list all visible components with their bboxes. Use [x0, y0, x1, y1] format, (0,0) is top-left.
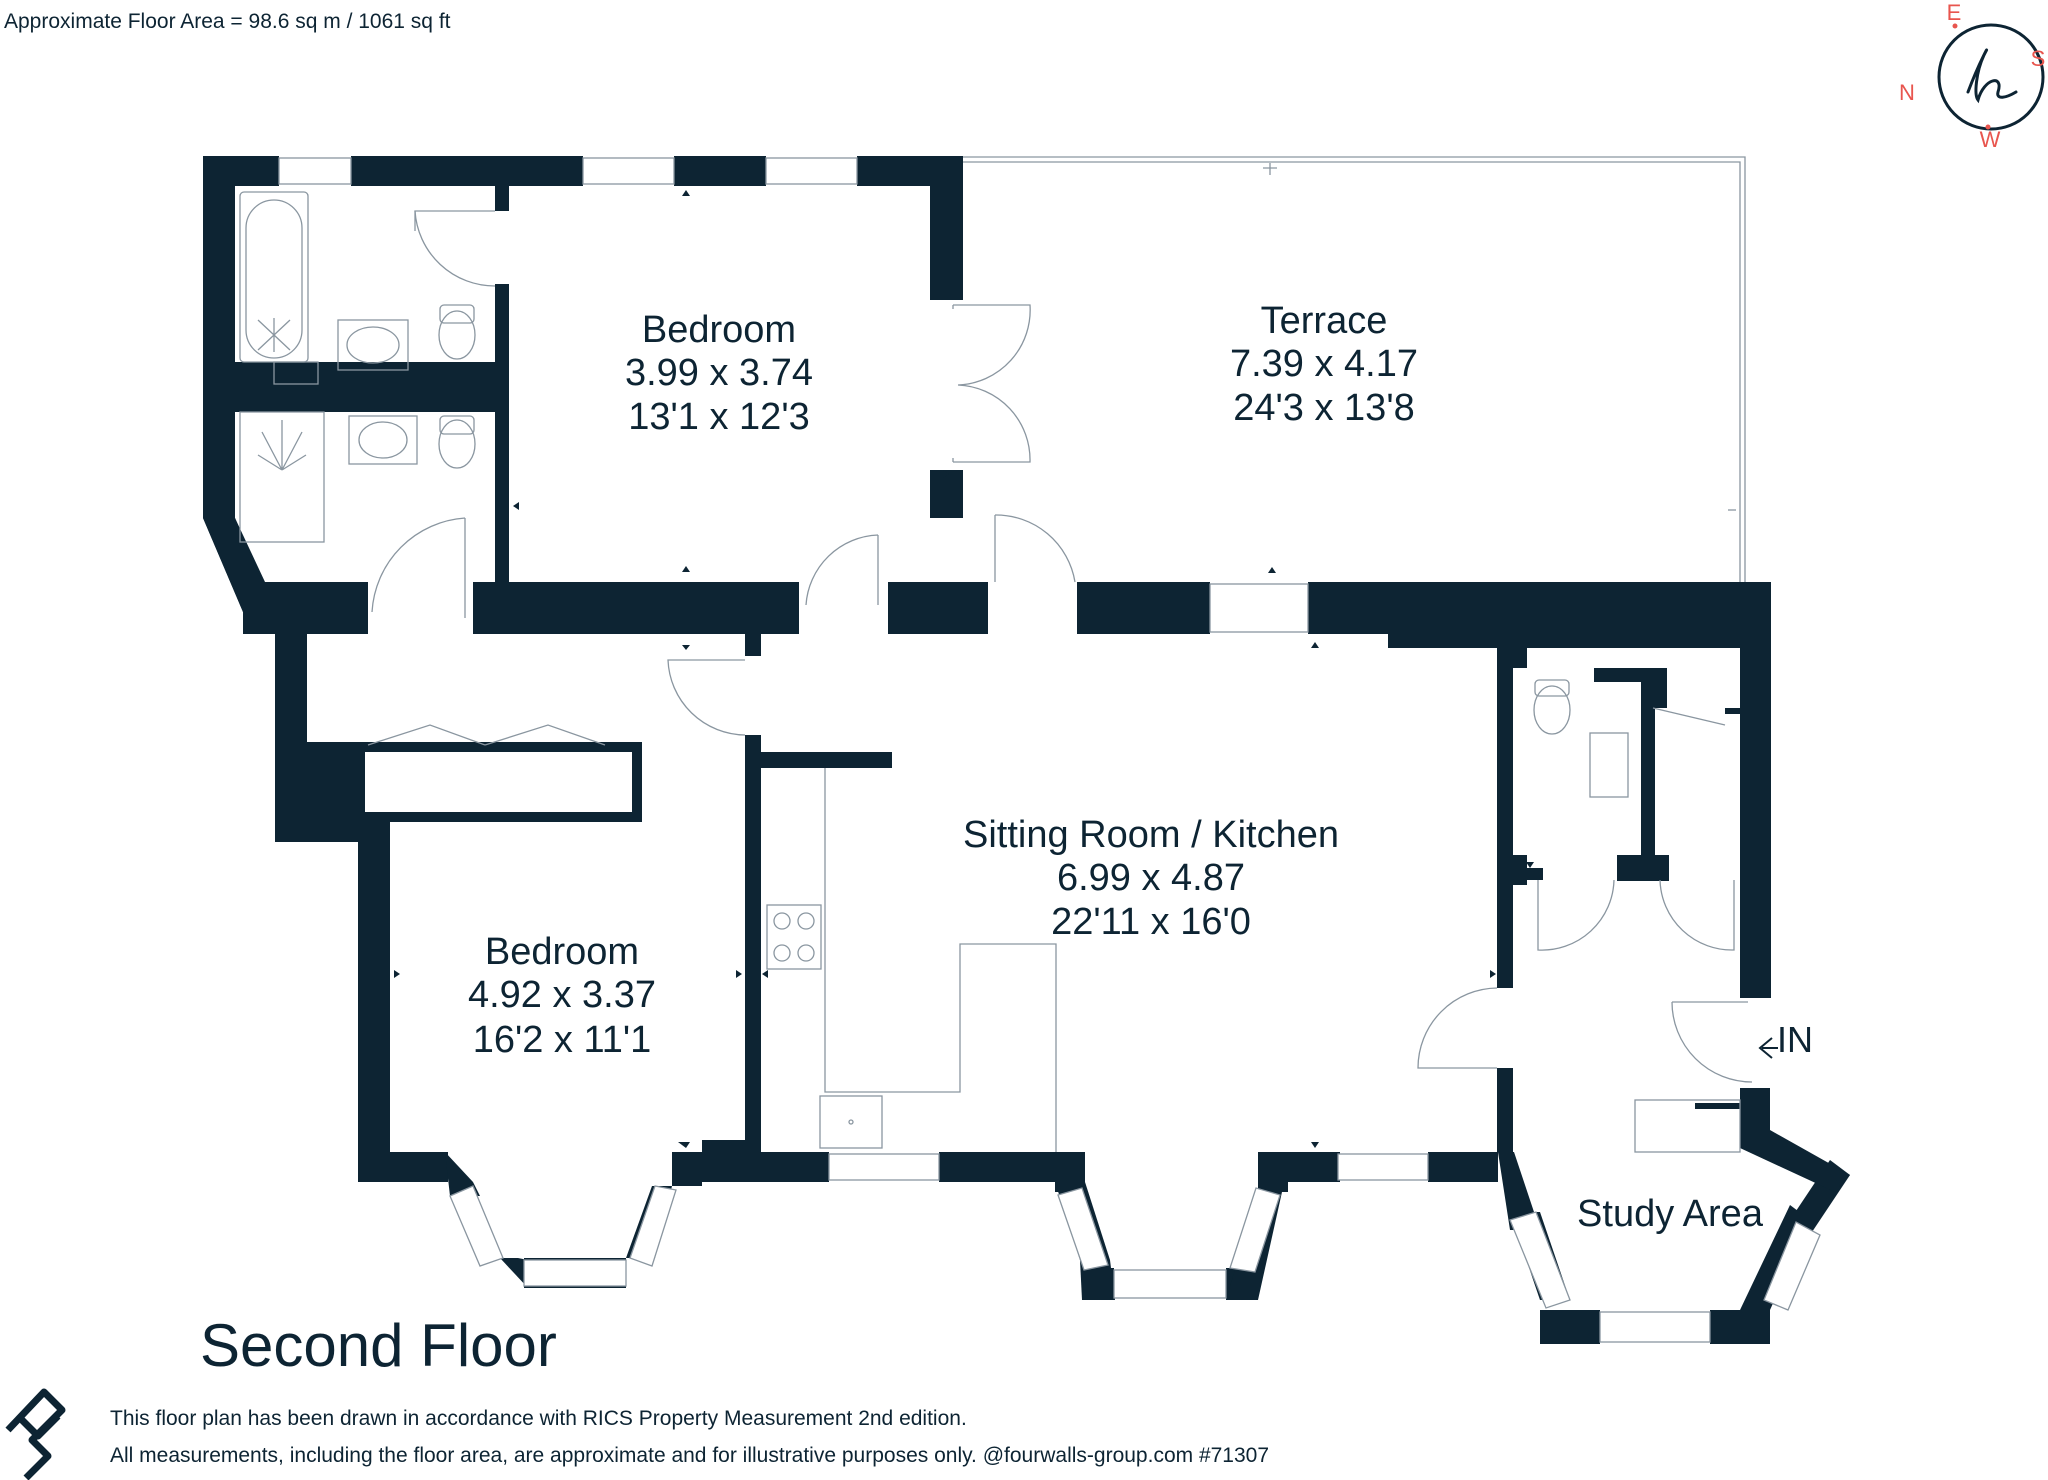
room-label-sitting-kitchen: Sitting Room / Kitchen 6.99 x 4.87 22'11…	[963, 814, 1339, 943]
shower-icon	[239, 411, 325, 543]
toilet-icon	[438, 419, 476, 469]
room-label-study: Study Area	[1577, 1193, 1764, 1235]
window	[1337, 1153, 1429, 1181]
windows	[278, 157, 1821, 1343]
room-metric: 3.99 x 3.74	[625, 352, 813, 394]
room-label-bedroom1: Bedroom 3.99 x 3.74 13'1 x 12'3	[625, 309, 813, 438]
window	[1057, 1187, 1109, 1271]
script-h-logo-icon	[1966, 48, 2018, 104]
compass: E S N W	[1899, 0, 2045, 152]
doors	[367, 210, 1753, 1083]
room-label-terrace: Terrace 7.39 x 4.17 24'3 x 13'8	[1230, 300, 1418, 429]
window	[1599, 1311, 1711, 1343]
window	[278, 157, 352, 185]
hob-icon	[766, 904, 822, 970]
footer-rics-note: This floor plan has been drawn in accord…	[110, 1407, 967, 1430]
room-name: Terrace	[1261, 300, 1388, 342]
window	[1209, 583, 1309, 633]
window	[523, 1259, 627, 1287]
door	[414, 210, 496, 287]
entrance-door	[1671, 1001, 1753, 1083]
window	[765, 157, 858, 185]
room-imperial: 22'11 x 16'0	[1051, 901, 1251, 943]
entrance-arrow-icon	[1758, 1037, 1778, 1059]
compass-east: E	[1947, 0, 1962, 25]
fixtures	[239, 191, 1778, 1153]
room-imperial: 13'1 x 12'3	[628, 396, 809, 438]
window	[1229, 1187, 1281, 1273]
window	[449, 1185, 504, 1267]
entrance-label: IN	[1777, 1019, 1813, 1060]
basin-icon	[348, 415, 418, 465]
window	[828, 1153, 940, 1181]
compass-north: N	[1899, 80, 1915, 105]
window	[1113, 1269, 1227, 1299]
basin-icon	[337, 319, 409, 371]
room-imperial: 16'2 x 11'1	[473, 1019, 652, 1061]
footer-disclaimer: All measurements, including the floor ar…	[110, 1444, 1269, 1467]
door	[667, 659, 746, 736]
door	[805, 534, 879, 606]
basin-icon	[1589, 732, 1629, 798]
wardrobe-doors	[367, 724, 606, 746]
window	[1763, 1221, 1821, 1311]
terrace-outline	[960, 156, 1746, 583]
door	[953, 304, 1031, 463]
compass-dot-icon	[1985, 124, 1991, 130]
sink-icon	[819, 1095, 883, 1149]
room-name: Bedroom	[642, 309, 796, 351]
room-metric: 7.39 x 4.17	[1230, 343, 1418, 385]
toilet-icon	[1533, 685, 1571, 735]
fourwalls-logo-icon	[5, 1388, 66, 1480]
measure-ticks	[394, 190, 1534, 1148]
room-name: Bedroom	[485, 931, 639, 973]
room-imperial: 24'3 x 13'8	[1233, 387, 1414, 429]
window	[582, 157, 675, 185]
window	[1509, 1211, 1571, 1309]
floor-area-text: Approximate Floor Area = 98.6 sq m / 106…	[4, 10, 451, 33]
room-name: Study Area	[1577, 1193, 1764, 1235]
compass-ring	[1937, 23, 2045, 131]
door	[1659, 879, 1735, 951]
door	[1417, 987, 1498, 1069]
door	[1537, 879, 1615, 951]
compass-dot-icon	[1952, 23, 1958, 29]
door	[994, 514, 1076, 583]
room-metric: 4.92 x 3.37	[468, 974, 656, 1016]
desk	[1634, 1099, 1741, 1153]
toilet-icon	[438, 310, 476, 360]
door	[371, 517, 466, 618]
floor-title: Second Floor	[200, 1312, 557, 1379]
room-name: Sitting Room / Kitchen	[963, 814, 1339, 856]
room-label-bedroom2: Bedroom 4.92 x 3.37 16'2 x 11'1	[468, 931, 656, 1061]
compass-south: S	[2031, 46, 2046, 71]
compass-west: W	[1980, 127, 2001, 152]
window	[629, 1185, 677, 1267]
walls	[203, 156, 1850, 1344]
room-metric: 6.99 x 4.87	[1057, 857, 1245, 899]
kitchen-counter	[824, 768, 1057, 1152]
